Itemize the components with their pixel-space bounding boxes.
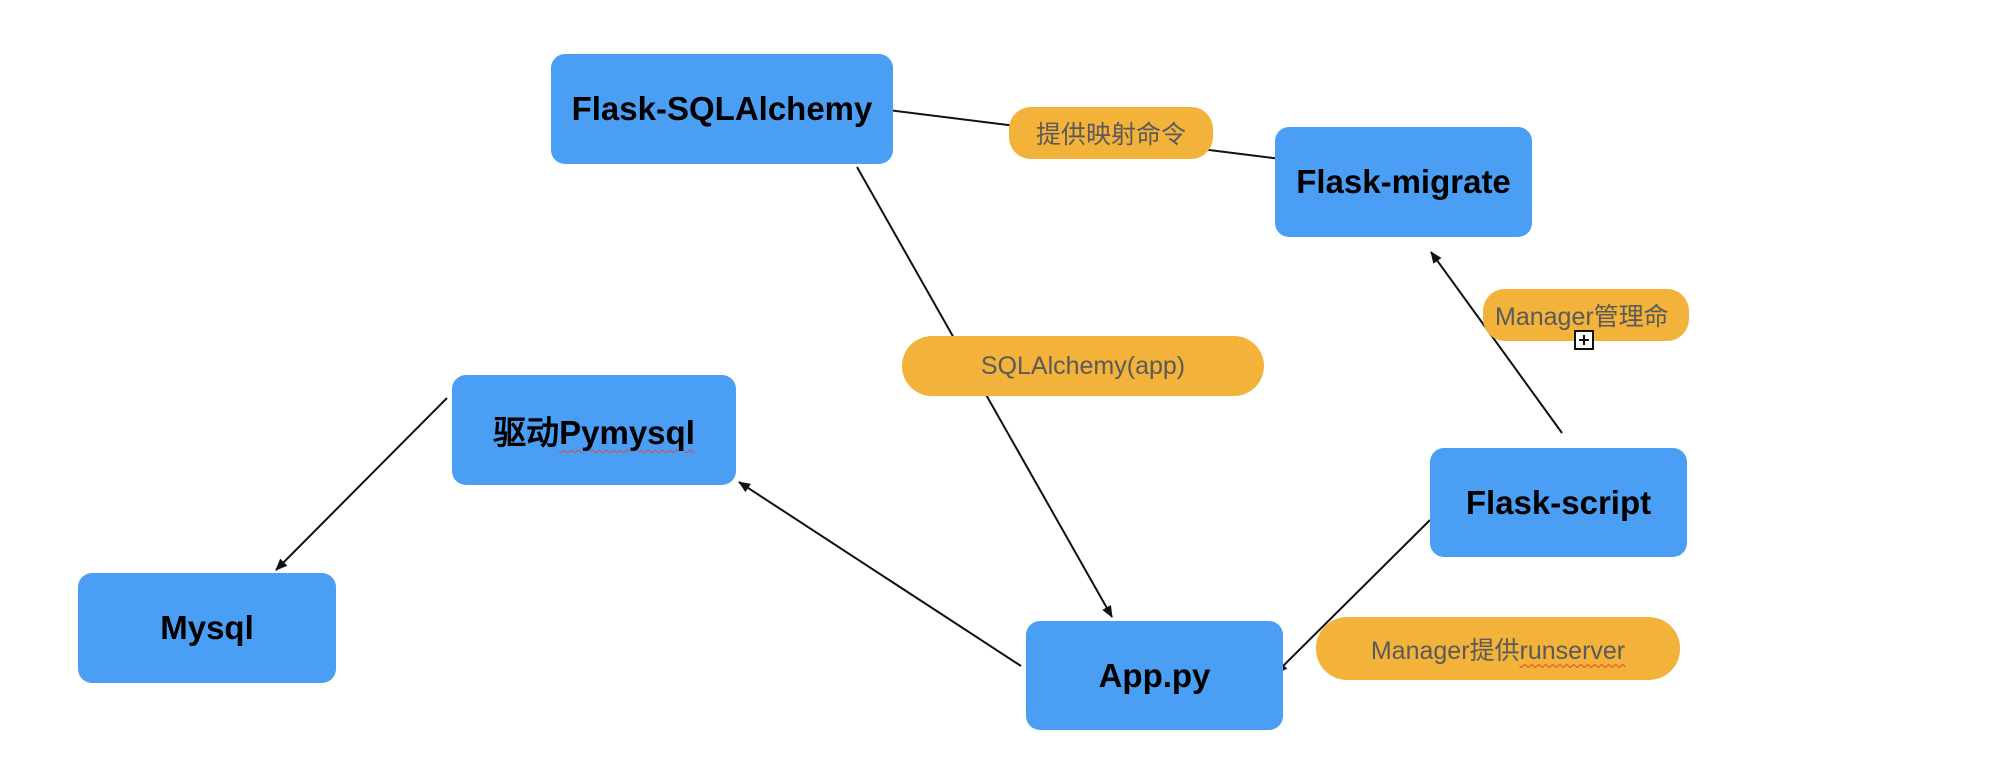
edge-app-to-pymysql	[738, 481, 1022, 667]
node-pymysql[interactable]: 驱动Pymysql	[452, 375, 736, 485]
node-pymysql-prefix: 驱动	[493, 414, 560, 451]
edge-pymysql-to-mysql	[275, 397, 448, 571]
expand-text-icon[interactable]	[1574, 330, 1594, 350]
label-sqlalchemy-app-text: SQLAlchemy(app)	[980, 351, 1186, 380]
node-flask-migrate-label: Flask-migrate	[1296, 163, 1511, 200]
node-flask-sqlalchemy-label: Flask-SQLAlchemy	[571, 90, 873, 127]
edge-script-to-app	[1275, 519, 1431, 674]
node-flask-sqlalchemy[interactable]: Flask-SQLAlchemy	[551, 54, 893, 164]
label-mapping-commands-text: 提供映射命令	[1035, 121, 1186, 149]
node-flask-migrate[interactable]: Flask-migrate	[1275, 127, 1532, 237]
node-app-py[interactable]: App.py	[1026, 621, 1283, 730]
label-runserver-text: Manager提供runserver	[1371, 631, 1625, 667]
label-sqlalchemy-app[interactable]: SQLAlchemy(app)	[902, 336, 1264, 396]
label-mapping-commands[interactable]: 提供映射命令	[1009, 107, 1213, 159]
node-app-py-label: App.py	[1098, 656, 1211, 694]
edge-script-to-migrate	[1430, 251, 1563, 434]
node-mysql[interactable]: Mysql	[78, 573, 336, 683]
label-runserver-word: runserver	[1519, 636, 1626, 665]
node-flask-script[interactable]: Flask-script	[1430, 448, 1687, 557]
node-pymysql-label: 驱动Pymysql	[493, 406, 695, 454]
node-mysql-label: Mysql	[160, 609, 254, 646]
node-pymysql-name: Pymysql	[559, 414, 695, 451]
label-runserver[interactable]: Manager提供runserver	[1316, 617, 1680, 680]
label-manager-commands-text: Manager管理命	[1495, 303, 1669, 331]
label-runserver-prefix: Manager提供	[1370, 636, 1520, 665]
node-flask-script-label: Flask-script	[1465, 483, 1652, 521]
